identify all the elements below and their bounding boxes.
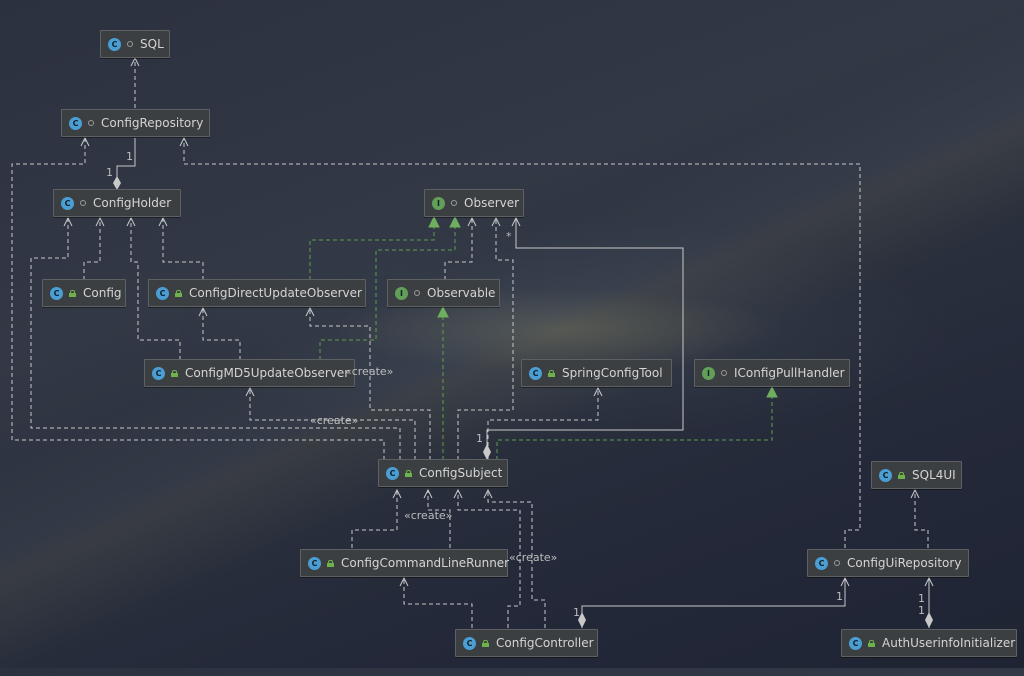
multiplicity-label: 1: [918, 592, 925, 605]
edge-subject-realizes-pull: [496, 388, 772, 460]
class-node-config-subject[interactable]: C ConfigSubject: [378, 459, 508, 487]
class-icon: C: [849, 636, 862, 650]
create-label-subject: «create»: [310, 414, 359, 427]
node-label: ConfigSubject: [419, 466, 503, 480]
public-visibility-icon: [175, 289, 182, 297]
interface-icon: I: [395, 286, 408, 300]
class-node-config-md5-update-observer[interactable]: C ConfigMD5UpdateObserver: [144, 359, 355, 387]
multiplicity-label: 1: [106, 166, 113, 179]
edge-controller-create-subject: [488, 490, 546, 628]
multiplicity-label: 1: [573, 606, 580, 619]
package-visibility-icon: [414, 290, 420, 296]
class-node-config-direct-update-observer[interactable]: C ConfigDirectUpdateObserver: [148, 279, 366, 307]
package-visibility-icon: [88, 120, 94, 126]
edge-ui-to-sql4ui: [915, 490, 929, 548]
node-label: ConfigUiRepository: [847, 556, 962, 570]
class-icon: C: [463, 636, 476, 650]
node-label: ConfigRepository: [101, 116, 204, 130]
edge-subject-create-md5: [250, 388, 416, 460]
class-icon: C: [529, 366, 542, 380]
interface-node-iconfig-pull-handler[interactable]: I IConfigPullHandler: [694, 359, 850, 387]
node-label: ConfigHolder: [93, 196, 172, 210]
interface-node-observable[interactable]: I Observable: [387, 279, 500, 307]
class-icon: C: [69, 116, 82, 130]
package-visibility-icon: [834, 560, 840, 566]
class-icon: C: [50, 286, 63, 300]
interface-icon: I: [432, 196, 445, 210]
class-node-config-repository[interactable]: C ConfigRepository: [61, 109, 210, 137]
public-visibility-icon: [898, 471, 905, 479]
class-icon: C: [308, 556, 321, 570]
multiplicity-label: 1: [918, 604, 925, 617]
node-label: ConfigDirectUpdateObserver: [189, 286, 362, 300]
class-node-sql4ui[interactable]: C SQL4UI: [871, 461, 962, 489]
edge-md5-realizes-observer: [319, 218, 455, 360]
multiplicity-label: 1: [476, 432, 483, 445]
edge-ui-to-repository: [184, 138, 861, 548]
edge-direct-to-holder: [163, 218, 204, 280]
class-icon: C: [61, 196, 74, 210]
public-visibility-icon: [482, 639, 489, 647]
edge-config-to-holder: [83, 218, 100, 280]
node-label: SpringConfigTool: [562, 366, 663, 380]
package-visibility-icon: [721, 370, 727, 376]
create-label-controller: «create»: [509, 551, 558, 564]
node-label: ConfigMD5UpdateObserver: [185, 366, 350, 380]
interface-node-observer[interactable]: I Observer: [424, 189, 524, 217]
class-node-config-holder[interactable]: C ConfigHolder: [53, 189, 181, 217]
multiplicity-label: 1: [126, 150, 133, 163]
class-node-config-ui-repository[interactable]: C ConfigUiRepository: [807, 549, 969, 577]
create-label-md5: «create»: [345, 365, 394, 378]
public-visibility-icon: [327, 559, 334, 567]
edge-runner-to-subject: [351, 490, 397, 548]
edge-subject-to-spring: [487, 388, 598, 460]
class-node-spring-config-tool[interactable]: C SpringConfigTool: [521, 359, 672, 387]
package-visibility-icon: [451, 200, 457, 206]
class-icon: C: [386, 466, 399, 480]
package-visibility-icon: [127, 41, 133, 47]
class-node-config-command-line-runner[interactable]: C ConfigCommandLineRunner: [300, 549, 510, 577]
multiplicity-label: *: [506, 230, 512, 243]
create-label-runner: «create»: [404, 509, 453, 522]
edge-subject-aggregates-observer: [486, 218, 684, 460]
node-label: Config: [83, 286, 122, 300]
edge-direct-realizes-observer: [309, 218, 434, 280]
edge-subject-to-observer: [457, 218, 514, 460]
edge-md5-to-holder: [131, 218, 181, 360]
edge-md5-to-direct: [203, 308, 241, 360]
public-visibility-icon: [548, 369, 555, 377]
package-visibility-icon: [80, 200, 86, 206]
class-icon: C: [156, 286, 169, 300]
public-visibility-icon: [69, 289, 76, 297]
node-label: SQL4UI: [912, 468, 956, 482]
public-visibility-icon: [171, 369, 178, 377]
class-node-sql[interactable]: C SQL: [100, 30, 170, 58]
edge-subject-to-holder: [30, 218, 401, 460]
class-icon: C: [108, 37, 121, 51]
node-label: Observable: [427, 286, 496, 300]
public-visibility-icon: [868, 639, 875, 647]
node-label: Observer: [464, 196, 520, 210]
node-label: ConfigController: [496, 636, 594, 650]
class-node-config-controller[interactable]: C ConfigController: [455, 629, 598, 657]
node-label: AuthUserinfoInitializer: [882, 636, 1016, 650]
node-label: IConfigPullHandler: [734, 366, 845, 380]
node-label: SQL: [140, 37, 164, 51]
class-icon: C: [152, 366, 165, 380]
class-node-config[interactable]: C Config: [42, 279, 126, 307]
edge-subject-to-repository: [11, 138, 385, 460]
interface-icon: I: [702, 366, 715, 380]
public-visibility-icon: [405, 469, 412, 477]
multiplicity-label: 1: [836, 590, 843, 603]
class-icon: C: [879, 468, 892, 482]
class-node-auth-userinfo-initializer[interactable]: C AuthUserinfoInitializer: [841, 629, 1017, 657]
class-icon: C: [815, 556, 828, 570]
node-label: ConfigCommandLineRunner: [341, 556, 510, 570]
edge-runner-create-subject: [428, 490, 451, 548]
edge-controller-aggregates-ui: [581, 578, 845, 628]
edge-observable-to-observer: [444, 218, 472, 280]
edge-controller-to-runner: [404, 578, 473, 628]
